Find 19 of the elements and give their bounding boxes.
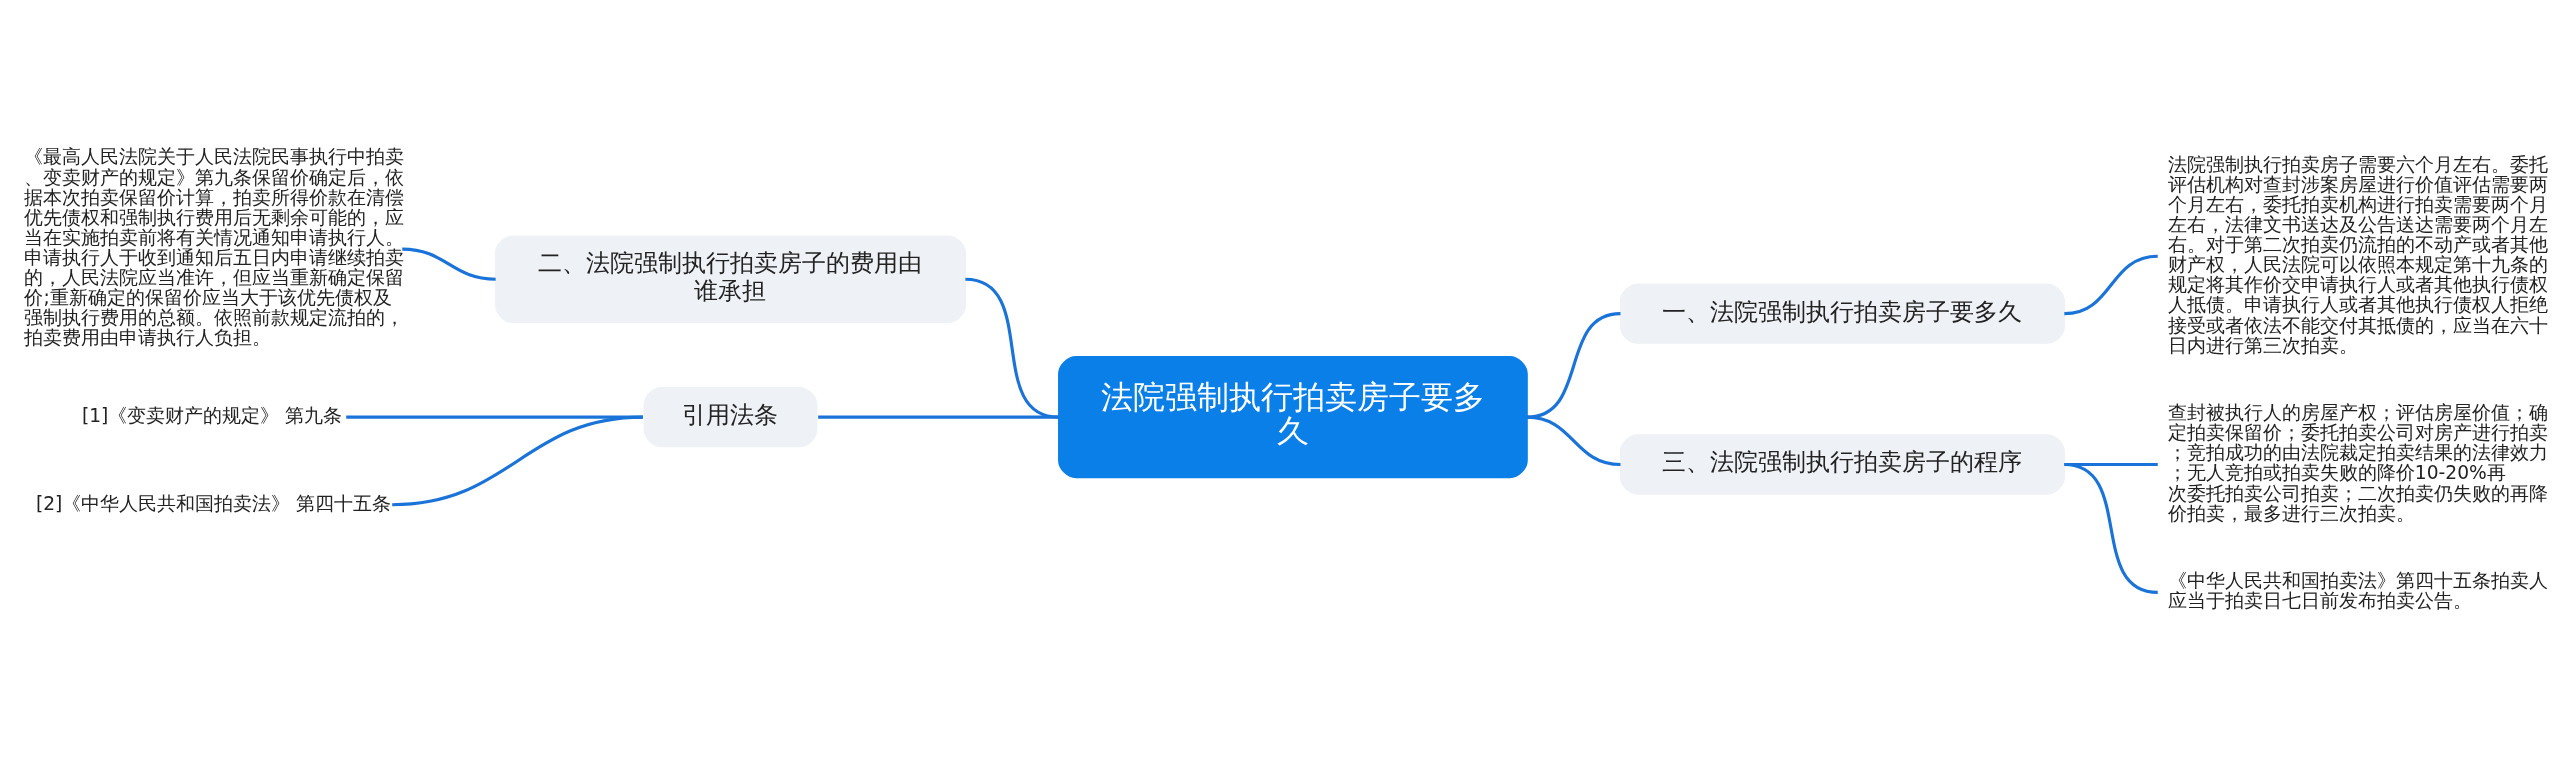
node-text: 《中华人民共和国拍卖法》第四十五条拍卖人应当于拍卖日七日前发布拍卖公告。: [2167, 570, 2548, 612]
connector: [1526, 415, 1621, 467]
connector: [818, 415, 1059, 419]
node-text: [2]《中华人民共和国拍卖法》 第四十五条: [35, 492, 392, 514]
node-box: 二、法院强制执行拍卖房子的费用由谁承担: [494, 235, 967, 324]
node-text: 查封被执行人的房屋产权；评估房屋价值；确定拍卖保留价；委托拍卖公司对房产进行拍卖；竞拍成功的由法院裁定拍卖结果的法律效力；无人竞拍或拍卖失败的降价10-20%再次委托拍卖公司拍卖；二次拍卖仍失败的再降价拍卖，最多进行三次拍卖。: [2167, 402, 2548, 524]
node-box: 法院强制执行拍卖房子要多久: [1058, 356, 1528, 479]
connector: [965, 277, 1060, 419]
node-text: 法院强制执行拍卖房子需要六个月左右。委托评估机构对查封涉案房屋进行价值评估需要两个月左右，委托拍卖机构进行拍卖需要两个月左右，法律文书送达及公告送达需要两个月左右。对于第二次拍卖仍流拍的不动产或者其他财产权，人民法院可以依照本规定第十九条的规定将其作价交申请执行人或者其他执行债权人抵债。申请执行人或者其他执行债权人拒绝接受或者依法不能交付其抵债的，应当在六十日内进行第三次拍卖。: [2167, 153, 2548, 356]
connector: [1526, 312, 1621, 419]
connector: [2064, 463, 2158, 594]
node-box: 引用法条: [643, 386, 818, 448]
node-text: 《最高人民法院关于人民法院民事执行中拍卖、变卖财产的规定》第九条保留价确定后，依据本次拍卖保留价计算，拍卖所得价款在清偿优先债权和强制执行费用后无剩余可能的，应当在实施拍卖前将有关情况通知申请执行人。申请执行人于收到通知后五日内申请继续拍卖的，人民法院应当准许，但应当重新确定保留价;重新确定的保留价应当大于该优先债权及强制执行费用的总额。依照前款规定流拍的，拍卖费用由申请执行人负担。: [24, 146, 405, 349]
connector: [392, 415, 643, 507]
node-box: 一、法院强制执行拍卖房子要多久: [1619, 283, 2066, 344]
connector: [2064, 254, 2158, 316]
node-box: 三、法院强制执行拍卖房子的程序: [1619, 434, 2066, 495]
connector: [402, 247, 496, 281]
node-text: [1]《变卖财产的规定》 第九条: [81, 405, 343, 427]
